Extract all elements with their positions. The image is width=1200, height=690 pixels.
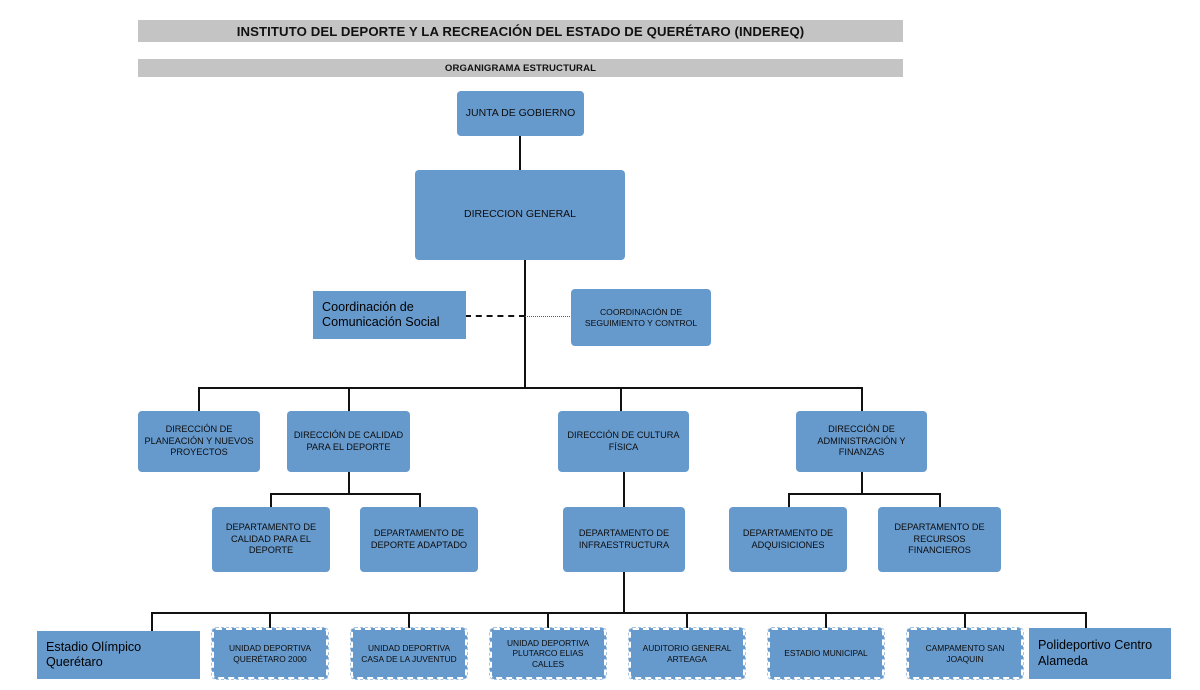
node-label: Polideportivo Centro Alameda [1038,638,1153,668]
node-label: DEPARTAMENTO DE RECURSOS FINANCIEROS [894,522,985,556]
connector-drop-fac-queretaro2000 [269,612,271,632]
page-title: INSTITUTO DEL DEPORTE Y LA RECREACIÓN DE… [236,23,805,39]
page-title-band: INSTITUTO DEL DEPORTE Y LA RECREACIÓN DE… [138,20,903,42]
node-label: JUNTA DE GOBIERNO [465,106,576,119]
node-label: UNIDAD DEPORTIVA CASA DE LA JUVENTUD [361,643,457,664]
connector-drop-dep-adaptado [419,493,421,508]
node-direccion-cultura-fisica[interactable]: DIRECCIÓN DE CULTURA FÍSICA [558,411,689,472]
connector-drop-fac-auditorio [686,612,688,632]
node-junta-de-gobierno[interactable]: JUNTA DE GOBIERNO [457,91,584,136]
node-label: DIRECCIÓN DE ADMINISTRACIÓN Y FINANZAS [817,424,906,458]
node-departamento-recursos-financieros[interactable]: DEPARTAMENTO DE RECURSOS FINANCIEROS [878,507,1001,572]
node-label: DIRECCIÓN DE CULTURA FÍSICA [567,430,680,452]
node-direccion-general[interactable]: DIRECCION GENERAL [415,170,625,260]
connector-drop-dir-cultura [620,387,622,412]
node-label: Coordinación de Comunicación Social [322,299,440,329]
connector-comunicacion-social-dashed [465,315,525,317]
node-auditorio-general-arteaga[interactable]: AUDITORIO GENERAL ARTEAGA [628,627,746,680]
node-label: AUDITORIO GENERAL ARTEAGA [642,643,732,664]
connector-drop-fac-estadio-municipal [825,612,827,632]
node-coordinacion-comunicacion-social[interactable]: Coordinación de Comunicación Social [313,291,466,339]
node-label: DIRECCIÓN DE CALIDAD PARA EL DEPORTE [293,430,404,452]
connector-drop-dep-calidad [270,493,272,508]
connector-drop-fac-polideportivo [1085,612,1087,632]
node-label: DIRECCION GENERAL [463,208,577,221]
node-departamento-infraestructura[interactable]: DEPARTAMENTO DE INFRAESTRUCTURA [563,507,685,572]
node-label: DEPARTAMENTO DE INFRAESTRUCTURA [578,528,670,550]
node-label: UNIDAD DEPORTIVA PLUTARCO ELIAS CALLES [506,637,590,669]
connector-drop-dep-recursos [939,493,941,508]
connector-drop-fac-plutarco [547,612,549,632]
connector-junta-to-direccion-general [519,135,521,170]
node-unidad-deportiva-plutarco-elias-calles[interactable]: UNIDAD DEPORTIVA PLUTARCO ELIAS CALLES [489,627,607,680]
node-coordinacion-seguimiento-control[interactable]: COORDINACIÓN DE SEGUIMIENTO Y CONTROL [571,289,711,346]
node-label: UNIDAD DEPORTIVA QUERÉTARO 2000 [228,643,312,664]
node-unidad-deportiva-queretaro-2000[interactable]: UNIDAD DEPORTIVA QUERÉTARO 2000 [211,627,329,680]
node-label: DEPARTAMENTO DE DEPORTE ADAPTADO [370,528,468,550]
node-label: CAMPAMENTO SAN JOAQUIN [925,643,1005,664]
node-label: Estadio Olímpico Querétaro [46,639,142,669]
node-direccion-administracion-finanzas[interactable]: DIRECCIÓN DE ADMINISTRACIÓN Y FINANZAS [796,411,927,472]
node-label: ESTADIO MUNICIPAL [784,648,868,659]
connector-dir-calidad-bus [270,493,420,495]
node-estadio-municipal[interactable]: ESTADIO MUNICIPAL [767,627,885,680]
node-campamento-san-joaquin[interactable]: CAMPAMENTO SAN JOAQUIN [906,627,1024,680]
connector-drop-dep-adquisiciones [788,493,790,508]
connector-drop-fac-casa-juventud [408,612,410,632]
connector-dir-cultura-to-dep-infraestructura [623,472,625,508]
node-label: DIRECCIÓN DE PLANEACIÓN Y NUEVOS PROYECT… [144,424,254,458]
connector-facilities-bus [151,612,1087,614]
connector-drop-dir-planeacion [198,387,200,412]
node-estadio-olimpico-queretaro[interactable]: Estadio Olímpico Querétaro [37,631,200,679]
node-label: DEPARTAMENTO DE CALIDAD PARA EL DEPORTE [225,522,317,556]
node-departamento-deporte-adaptado[interactable]: DEPARTAMENTO DE DEPORTE ADAPTADO [360,507,478,572]
node-departamento-calidad-deporte[interactable]: DEPARTAMENTO DE CALIDAD PARA EL DEPORTE [212,507,330,572]
node-polideportivo-centro-alameda[interactable]: Polideportivo Centro Alameda [1029,628,1171,679]
connector-drop-fac-campamento [964,612,966,632]
connector-direccion-general-stem [524,259,526,388]
node-label: DEPARTAMENTO DE ADQUISICIONES [742,528,834,550]
connector-dir-administracion-bus [788,493,941,495]
connector-dir-administracion-stem [861,472,863,494]
node-direccion-planeacion-nuevos-proyectos[interactable]: DIRECCIÓN DE PLANEACIÓN Y NUEVOS PROYECT… [138,411,260,472]
node-label: COORDINACIÓN DE SEGUIMIENTO Y CONTROL [584,306,698,328]
connector-dep-infraestructura-stem [623,571,625,613]
page-subtitle-band: ORGANIGRAMA ESTRUCTURAL [138,59,903,77]
connector-dir-calidad-stem [348,472,350,494]
connector-drop-dir-administracion [861,387,863,412]
page-subtitle: ORGANIGRAMA ESTRUCTURAL [444,62,597,74]
connector-drop-fac-estadio-olimpico [151,612,153,632]
node-direccion-calidad-deporte[interactable]: DIRECCIÓN DE CALIDAD PARA EL DEPORTE [287,411,410,472]
connector-directions-bus [198,387,863,389]
node-unidad-deportiva-casa-juventud[interactable]: UNIDAD DEPORTIVA CASA DE LA JUVENTUD [350,627,468,680]
node-departamento-adquisiciones[interactable]: DEPARTAMENTO DE ADQUISICIONES [729,507,847,572]
connector-seguimiento-control-dotted [525,316,572,317]
connector-drop-dir-calidad [348,387,350,412]
